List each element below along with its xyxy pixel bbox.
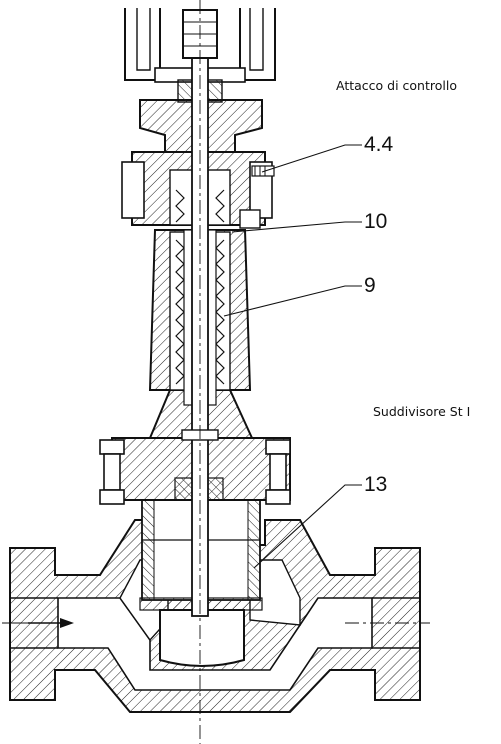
leader-lines [223,144,362,569]
label-splitter: Suddivisore St I [373,404,471,419]
callout-10: 10 [364,210,388,233]
callout-9: 9 [364,274,376,297]
flow-arrow [28,618,74,628]
callout-13: 13 [364,473,388,496]
label-control-connection: Attacco di controllo [336,78,457,93]
callout-4-4: 4.4 [364,133,394,156]
